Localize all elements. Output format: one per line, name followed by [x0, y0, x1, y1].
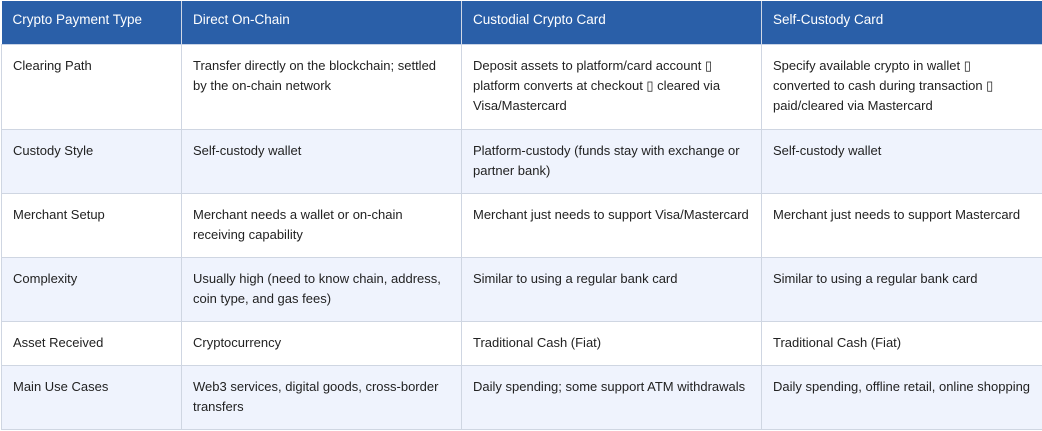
cell-self-custody-card: Daily spending, offline retail, online s…: [762, 365, 1042, 429]
cell-custodial-crypto-card: Deposit assets to platform/card account …: [462, 44, 762, 129]
header-direct-on-chain: Direct On-Chain: [182, 1, 462, 44]
table-row-asset-received: Asset Received Cryptocurrency Traditiona…: [2, 321, 1042, 365]
cell-direct-on-chain: Merchant needs a wallet or on-chain rece…: [182, 193, 462, 257]
cell-custodial-crypto-card: Similar to using a regular bank card: [462, 257, 762, 321]
row-label: Asset Received: [2, 321, 182, 365]
cell-custodial-crypto-card: Traditional Cash (Fiat): [462, 321, 762, 365]
table-row-custody-style: Custody Style Self-custody wallet Platfo…: [2, 129, 1042, 193]
table-row-clearing-path: Clearing Path Transfer directly on the b…: [2, 44, 1042, 129]
table-row-merchant-setup: Merchant Setup Merchant needs a wallet o…: [2, 193, 1042, 257]
table-row-main-use-cases: Main Use Cases Web3 services, digital go…: [2, 365, 1042, 429]
cell-custodial-crypto-card: Daily spending; some support ATM withdra…: [462, 365, 762, 429]
cell-self-custody-card: Similar to using a regular bank card: [762, 257, 1042, 321]
table-header-row: Crypto Payment Type Direct On-Chain Cust…: [2, 1, 1042, 44]
cell-direct-on-chain: Web3 services, digital goods, cross-bord…: [182, 365, 462, 429]
cell-self-custody-card: Merchant just needs to support Mastercar…: [762, 193, 1042, 257]
row-label: Complexity: [2, 257, 182, 321]
row-label: Clearing Path: [2, 44, 182, 129]
header-self-custody-card: Self-Custody Card: [762, 1, 1042, 44]
row-label: Main Use Cases: [2, 365, 182, 429]
table-row-complexity: Complexity Usually high (need to know ch…: [2, 257, 1042, 321]
cell-self-custody-card: Self-custody wallet: [762, 129, 1042, 193]
cell-direct-on-chain: Self-custody wallet: [182, 129, 462, 193]
cell-custodial-crypto-card: Merchant just needs to support Visa/Mast…: [462, 193, 762, 257]
cell-custodial-crypto-card: Platform-custody (funds stay with exchan…: [462, 129, 762, 193]
row-label: Custody Style: [2, 129, 182, 193]
cell-direct-on-chain: Usually high (need to know chain, addres…: [182, 257, 462, 321]
cell-self-custody-card: Specify available crypto in wallet ▯ con…: [762, 44, 1042, 129]
cell-direct-on-chain: Transfer directly on the blockchain; set…: [182, 44, 462, 129]
header-crypto-payment-type: Crypto Payment Type: [2, 1, 182, 44]
header-custodial-crypto-card: Custodial Crypto Card: [462, 1, 762, 44]
row-label: Merchant Setup: [2, 193, 182, 257]
cell-direct-on-chain: Cryptocurrency: [182, 321, 462, 365]
cell-self-custody-card: Traditional Cash (Fiat): [762, 321, 1042, 365]
